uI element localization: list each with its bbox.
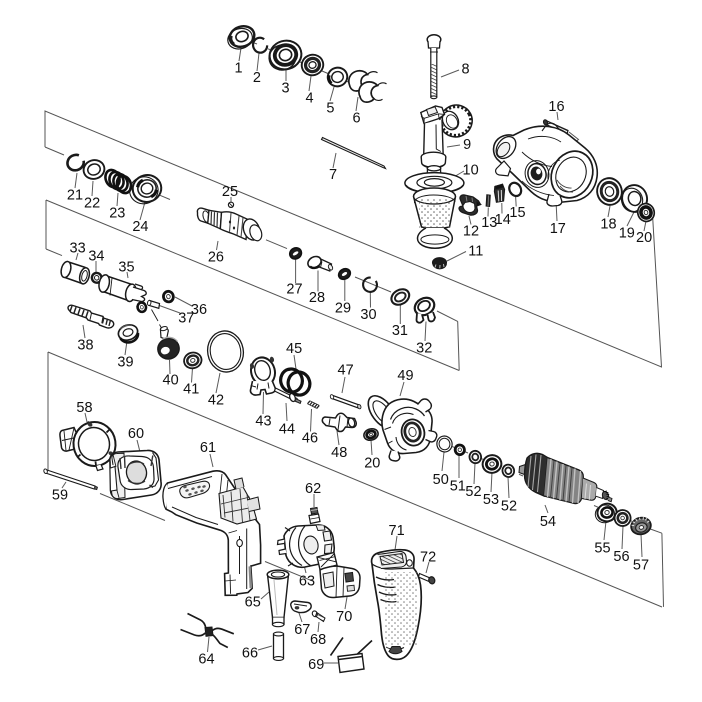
svg-text:14: 14 [495, 212, 511, 228]
svg-text:6: 6 [352, 111, 360, 127]
svg-text:1: 1 [235, 61, 243, 77]
svg-text:28: 28 [309, 290, 325, 306]
svg-text:27: 27 [286, 282, 302, 298]
svg-text:38: 38 [77, 337, 93, 353]
svg-text:37: 37 [178, 310, 194, 326]
svg-text:40: 40 [163, 373, 179, 389]
svg-text:34: 34 [88, 248, 104, 264]
svg-text:41: 41 [183, 381, 199, 397]
svg-text:55: 55 [594, 541, 610, 557]
svg-text:48: 48 [331, 445, 347, 461]
svg-text:22: 22 [84, 196, 100, 212]
svg-text:69: 69 [308, 657, 324, 673]
svg-text:58: 58 [76, 400, 92, 416]
svg-text:19: 19 [619, 225, 635, 241]
svg-text:9: 9 [463, 137, 471, 153]
svg-text:10: 10 [463, 162, 479, 178]
svg-text:62: 62 [305, 481, 321, 497]
svg-text:24: 24 [132, 219, 148, 235]
svg-text:4: 4 [305, 90, 313, 106]
svg-text:43: 43 [255, 414, 271, 430]
svg-text:21: 21 [67, 188, 83, 204]
svg-text:30: 30 [360, 307, 376, 323]
svg-text:39: 39 [117, 354, 133, 370]
svg-text:17: 17 [550, 221, 566, 237]
svg-text:29: 29 [335, 301, 351, 317]
svg-text:31: 31 [392, 323, 408, 339]
svg-text:20: 20 [364, 456, 380, 472]
svg-text:50: 50 [433, 472, 449, 488]
svg-text:5: 5 [326, 101, 334, 117]
svg-text:49: 49 [397, 368, 413, 384]
svg-text:32: 32 [416, 340, 432, 356]
svg-text:45: 45 [286, 341, 302, 357]
svg-text:33: 33 [70, 241, 86, 257]
svg-text:54: 54 [540, 514, 556, 530]
svg-text:67: 67 [294, 622, 310, 638]
svg-text:59: 59 [52, 488, 68, 504]
svg-text:56: 56 [613, 549, 629, 565]
svg-text:44: 44 [279, 421, 295, 437]
svg-text:13: 13 [481, 215, 497, 231]
svg-text:12: 12 [463, 223, 479, 239]
svg-text:53: 53 [483, 492, 499, 508]
svg-text:60: 60 [128, 426, 144, 442]
svg-text:26: 26 [208, 250, 224, 266]
svg-text:57: 57 [633, 558, 649, 574]
svg-text:8: 8 [461, 61, 469, 77]
svg-text:2: 2 [253, 70, 261, 86]
svg-text:42: 42 [208, 392, 224, 408]
svg-text:7: 7 [329, 167, 337, 183]
svg-text:52: 52 [465, 484, 481, 500]
svg-text:68: 68 [310, 632, 326, 648]
svg-text:11: 11 [468, 244, 483, 260]
svg-text:47: 47 [338, 363, 354, 379]
svg-text:64: 64 [198, 652, 214, 668]
svg-text:20: 20 [636, 230, 652, 246]
svg-text:63: 63 [299, 573, 315, 589]
svg-text:36: 36 [191, 302, 207, 318]
svg-text:23: 23 [109, 206, 125, 222]
svg-text:46: 46 [302, 431, 318, 447]
svg-text:52: 52 [501, 499, 517, 515]
svg-text:71: 71 [389, 523, 405, 539]
svg-text:16: 16 [548, 99, 564, 115]
svg-text:65: 65 [245, 595, 261, 611]
svg-text:15: 15 [509, 205, 525, 221]
svg-text:3: 3 [282, 81, 290, 97]
svg-text:61: 61 [200, 440, 216, 456]
svg-text:18: 18 [600, 216, 616, 232]
svg-text:51: 51 [450, 479, 466, 495]
svg-text:72: 72 [420, 550, 436, 566]
svg-text:70: 70 [336, 609, 352, 625]
svg-text:66: 66 [242, 646, 258, 662]
svg-text:25: 25 [222, 184, 238, 200]
svg-text:35: 35 [118, 260, 134, 276]
